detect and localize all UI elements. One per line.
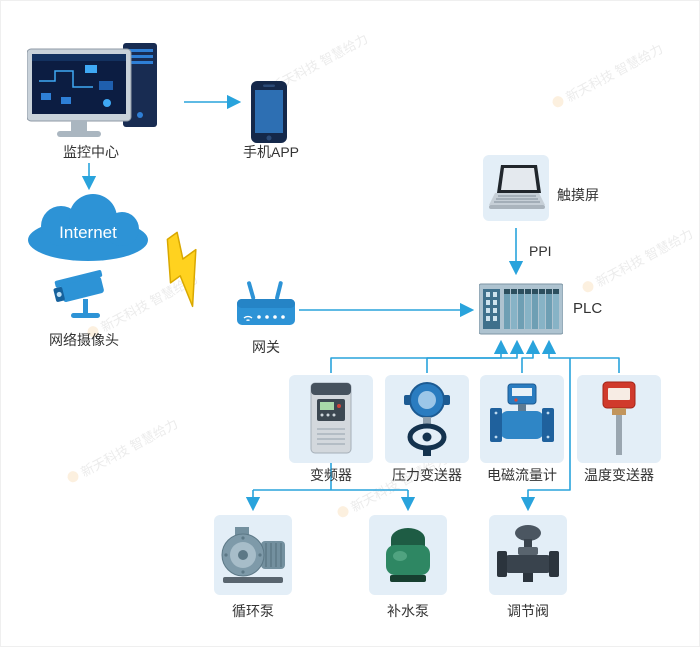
control-valve-label: 调节阀 xyxy=(507,603,549,619)
makeup-pump-icon xyxy=(386,528,430,582)
internet-label: Internet xyxy=(59,223,117,242)
gateway-node xyxy=(235,279,297,338)
arrow-flowmeter-to-plc xyxy=(521,339,541,373)
control-valve-box xyxy=(489,515,567,595)
touchscreen-label: 触摸屏 xyxy=(557,187,599,203)
vfd-box xyxy=(289,375,373,463)
internet-cloud-icon: Internet xyxy=(28,194,148,261)
vfd-label: 变频器 xyxy=(310,467,352,483)
circulation-pump-box xyxy=(214,515,292,595)
ip-camera-label: 网络摄像头 xyxy=(49,332,119,348)
watermark-logo-icon xyxy=(65,469,81,485)
watermark-logo-icon xyxy=(335,504,351,520)
plc-label: PLC xyxy=(573,300,603,317)
makeup-pump-label: 补水泵 xyxy=(387,603,429,619)
monitoring-center-node xyxy=(26,39,167,148)
vfd-icon xyxy=(310,382,352,454)
temp-transmitter-icon xyxy=(602,381,636,455)
makeup-pump-box xyxy=(369,515,447,595)
arrow-pressure-to-plc xyxy=(426,339,525,373)
ip-camera-node xyxy=(49,263,117,330)
temp-transmitter-box xyxy=(577,375,661,463)
watermark-text: 新天科技 智慧给力 xyxy=(563,40,666,105)
watermark: 新天科技 智慧给力 xyxy=(579,223,696,297)
watermark-logo-icon xyxy=(550,94,566,110)
phone-label: 手机APP xyxy=(242,144,299,160)
arrow-vfd-to-plc xyxy=(330,339,509,373)
watermark: 新天科技 智慧给力 xyxy=(64,413,181,487)
pressure-transmitter-box xyxy=(385,375,469,463)
wireless-link xyxy=(142,224,233,319)
circulation-pump-icon xyxy=(221,527,285,583)
internet-node: Internet xyxy=(25,193,151,268)
pressure-transmitter-icon xyxy=(404,382,450,456)
watermark: 新天科技 智慧给力 xyxy=(549,38,666,112)
gateway-label: 网关 xyxy=(252,339,280,355)
phone-icon xyxy=(251,81,287,143)
gateway-icon xyxy=(237,281,295,325)
touchscreen-box xyxy=(483,155,549,221)
circulation-pump-label: 循环泵 xyxy=(232,603,274,619)
desktop-computer-icon xyxy=(26,43,157,137)
ip-camera-icon xyxy=(53,270,104,318)
lightning-icon xyxy=(166,231,197,308)
watermark-logo-icon xyxy=(580,279,596,295)
pressure-transmitter-label: 压力变送器 xyxy=(392,467,462,483)
ppi-label: PPI xyxy=(529,243,552,259)
monitoring-center-label: 监控中心 xyxy=(63,144,119,160)
control-valve-icon xyxy=(497,525,559,582)
flowmeter-box xyxy=(480,375,564,463)
phone-node xyxy=(249,81,289,148)
touchscreen-icon xyxy=(489,165,545,209)
flowmeter-label: 电磁流量计 xyxy=(487,467,557,483)
plc-icon xyxy=(478,283,564,335)
watermark-text: 新天科技 智慧给力 xyxy=(593,225,696,290)
watermark-text: 新天科技 智慧给力 xyxy=(78,415,181,480)
flowmeter-icon xyxy=(490,383,554,442)
plc-node xyxy=(478,281,564,342)
temp-transmitter-label: 温度变送器 xyxy=(584,467,654,483)
arrow-temp-to-plc xyxy=(541,339,620,373)
